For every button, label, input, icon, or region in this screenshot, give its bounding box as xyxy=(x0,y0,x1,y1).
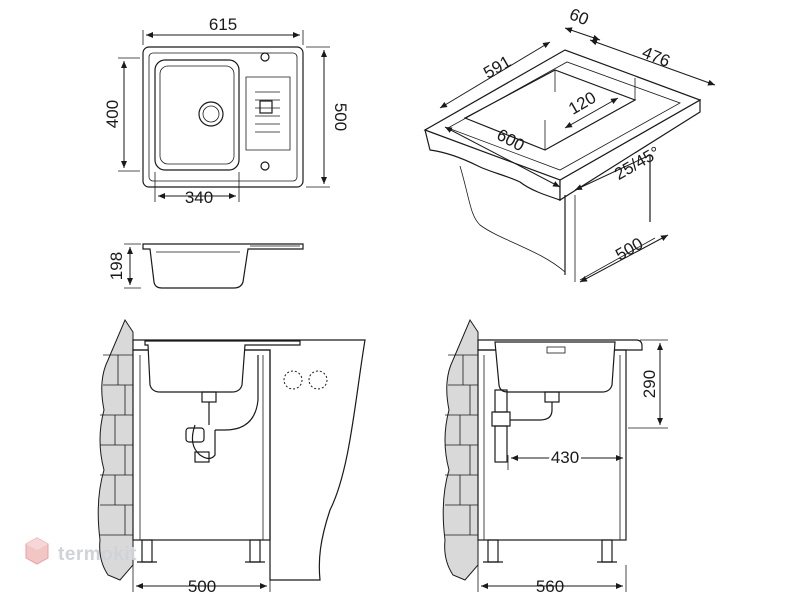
top-view-bowl xyxy=(154,59,240,171)
hole-marker-1 xyxy=(283,370,303,390)
side-valve xyxy=(494,389,508,413)
side-leg-right xyxy=(601,539,613,563)
dim-591: 591 xyxy=(480,52,514,83)
dim-60: 60 xyxy=(567,5,592,30)
dim-line-600 xyxy=(444,126,561,188)
dim-615: 615 xyxy=(209,15,237,34)
front-leg-right xyxy=(249,539,261,563)
tap-hole xyxy=(260,52,270,62)
dim-400: 400 xyxy=(103,100,122,128)
dim-430: 430 xyxy=(551,448,579,467)
dim-line-476 xyxy=(589,39,716,86)
iso-cabinet-left xyxy=(459,165,566,273)
front-drain xyxy=(201,391,217,403)
dim-500-iso: 500 xyxy=(612,234,646,265)
front-install-view: 500 xyxy=(97,318,366,596)
dim-500-top: 500 xyxy=(331,103,350,131)
overflow-hole xyxy=(260,161,270,171)
side-drain-pipe xyxy=(510,402,553,421)
drainer-area xyxy=(245,76,291,151)
dim-198: 198 xyxy=(107,252,126,280)
dim-476: 476 xyxy=(639,43,672,71)
side-leg-left xyxy=(487,539,499,563)
front-overflow-pipe xyxy=(215,355,259,431)
drain-hole xyxy=(198,101,224,127)
dim-500-front: 500 xyxy=(188,577,216,596)
front-leg-left xyxy=(141,539,153,563)
dim-line-25-45 xyxy=(574,154,651,191)
top-view: 615 400 500 340 xyxy=(103,15,350,207)
dim-line-60 xyxy=(564,27,601,41)
front-wall xyxy=(97,318,134,581)
watermark-text: termokit xyxy=(58,544,137,565)
isometric-view: 591 60 476 120 600 25/45° 500 xyxy=(423,5,716,283)
dim-560: 560 xyxy=(536,577,564,596)
dim-line-500-iso xyxy=(579,234,669,283)
dim-line-120 xyxy=(564,97,619,129)
dim-290: 290 xyxy=(640,370,659,398)
side-profile-shape xyxy=(142,243,304,289)
side-drain xyxy=(544,391,560,403)
top-view-outline xyxy=(142,46,304,188)
side-profile: 198 xyxy=(107,243,304,289)
watermark-logo: termokit xyxy=(25,537,137,565)
side-sink-bowl xyxy=(494,341,616,393)
dim-340: 340 xyxy=(185,188,213,207)
front-sink-bowl xyxy=(144,340,301,393)
side-install-view: 290 430 560 xyxy=(442,318,668,596)
front-countertop-panel xyxy=(132,339,366,581)
front-siphon xyxy=(191,424,216,460)
side-wall xyxy=(442,318,479,581)
hole-marker-2 xyxy=(308,370,328,390)
dim-line-591 xyxy=(439,41,551,109)
